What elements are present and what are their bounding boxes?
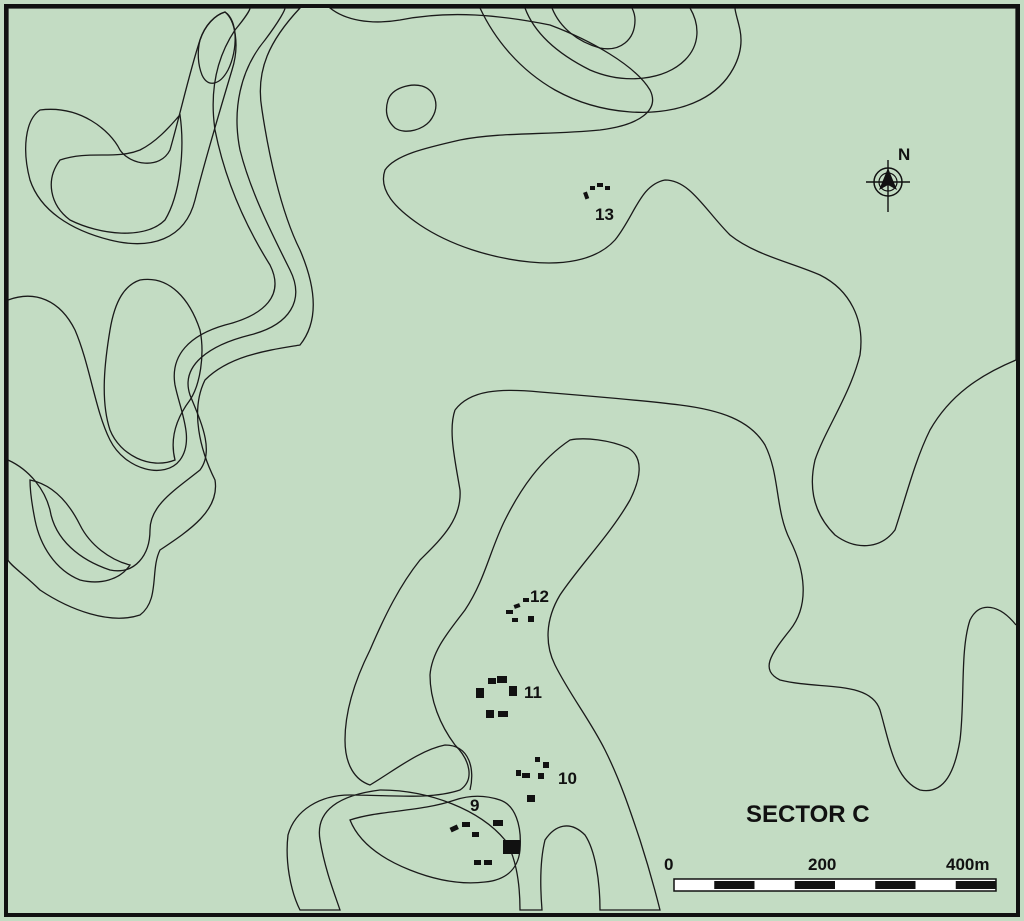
- contour-north-1: [479, 7, 742, 113]
- site-label-9: 9: [470, 796, 479, 815]
- contour-west-6: [103, 278, 203, 464]
- upland-northeast: [328, 7, 1017, 547]
- contour-west-1: [7, 7, 297, 572]
- upland-spur: [286, 438, 661, 911]
- north-label: N: [898, 145, 910, 164]
- contour-valley-1: [454, 389, 1017, 792]
- contour-north-2: [524, 7, 698, 80]
- site-13-structures: [583, 183, 610, 200]
- map-frame: [4, 4, 1020, 917]
- scale-segment: [794, 881, 835, 889]
- site-10-structures: [516, 757, 549, 802]
- scale-segment: [714, 881, 755, 889]
- north-arrow-icon: [879, 168, 897, 190]
- upland-west: [7, 7, 314, 619]
- contour-west-2: [7, 7, 276, 471]
- scale-bar: [673, 878, 997, 892]
- scale-label-0: 0: [664, 855, 673, 874]
- contour-west-3: [25, 11, 237, 245]
- contour-west-4: [50, 113, 183, 234]
- upland-islet: [385, 84, 437, 132]
- scale-segment: [955, 881, 996, 889]
- contour-north-3: [551, 7, 636, 50]
- site-label-10: 10: [558, 769, 577, 788]
- site-label-12: 12: [530, 587, 549, 606]
- scale-segment: [875, 881, 916, 889]
- contour-valley-2: [344, 409, 473, 791]
- site-label-13: 13: [595, 205, 614, 224]
- site-12-structures: [506, 598, 534, 622]
- contour-west-7: [29, 479, 132, 583]
- site-11-structures: [476, 676, 517, 718]
- contour-west-5: [197, 11, 236, 84]
- scale-label-200: 200: [808, 855, 836, 874]
- site-9-structures: [449, 820, 520, 865]
- site-label-11: 11: [524, 683, 542, 702]
- scale-label-400m: 400m: [946, 855, 989, 874]
- sector-title: SECTOR C: [746, 801, 870, 828]
